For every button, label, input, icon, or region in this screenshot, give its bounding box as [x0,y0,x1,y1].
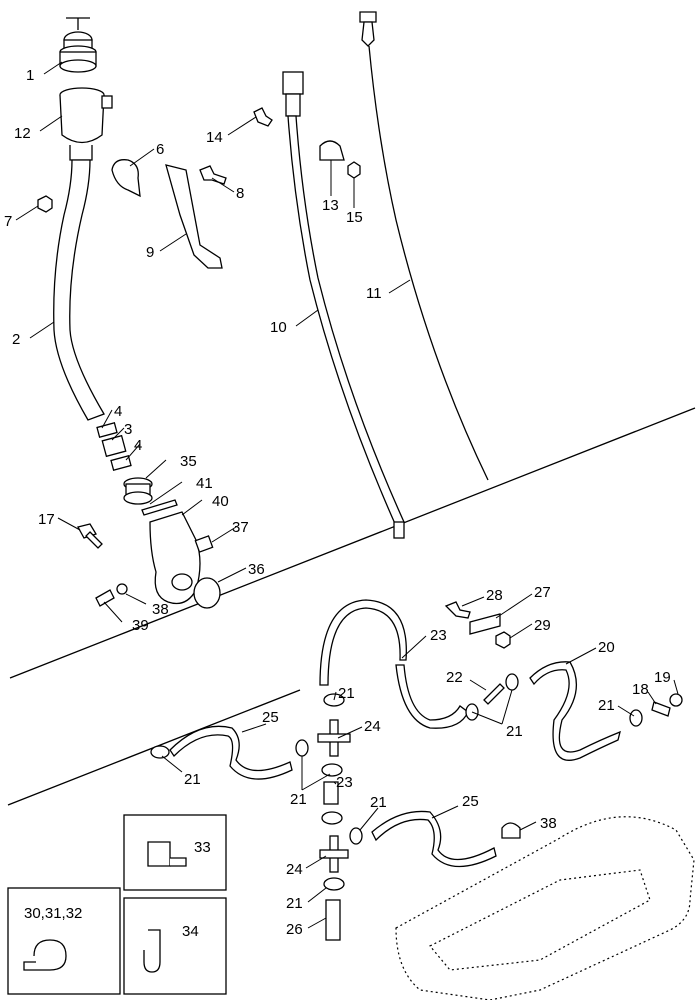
callout-20: 20 [598,639,615,656]
callout-21e: 21 [290,791,307,808]
callout-25a: 25 [262,709,279,726]
hose-clamp-parts [150,673,643,891]
callout-21f: 21 [370,794,387,811]
hose-23-lower-part [323,781,339,805]
oil-pan-outline [395,816,695,1000]
hose-25-left-part [169,725,293,780]
callout-19: 19 [654,669,671,686]
callout-3: 3 [124,421,132,438]
callout-37: 37 [232,519,249,536]
bolt-22-part [483,683,505,705]
clamp-38-part [501,822,521,839]
callout-10: 10 [270,319,287,336]
dipstick-tube-part [282,71,405,539]
leader-lines [15,61,411,623]
callout-33: 33 [194,839,211,856]
bracket-part [165,164,223,269]
callout-41: 41 [196,475,213,492]
callout-6: 6 [156,141,164,158]
coupling-parts [96,422,178,516]
callout-13: 13 [322,197,339,214]
callout-35: 35 [180,453,197,470]
callout-38a: 38 [152,601,169,618]
callout-22: 22 [446,669,463,686]
callout-2: 2 [12,331,20,348]
callout-26: 26 [286,921,303,938]
nut-part [37,195,53,213]
callout-11: 11 [366,285,382,302]
o-ring-part [193,577,221,609]
callout-7: 7 [4,213,12,230]
callout-17: 17 [38,511,55,528]
callout-4b: 4 [134,437,142,454]
filler-tube-part [53,159,105,421]
section-divider-line [9,407,696,679]
hose-25-lower-part [371,810,497,868]
callout-9: 9 [146,244,154,261]
callout-30-31-32: 30,31,32 [24,905,82,922]
callout-21b: 21 [506,723,523,740]
callout-8: 8 [236,185,244,202]
nut-29-part [495,631,511,649]
inset-box-34 [123,897,227,995]
callout-23b: 23 [336,774,353,791]
screw-28-part [444,601,471,619]
callout-1: 1 [26,67,34,84]
bolt-17-part [77,523,103,549]
callout-36: 36 [248,561,265,578]
callout-24a: 24 [364,718,381,735]
callout-12: 12 [14,125,31,142]
callout-14: 14 [206,129,223,146]
callout-39: 39 [132,617,149,634]
callout-21d: 21 [184,771,201,788]
callout-34: 34 [182,923,199,940]
screw-39-part [95,583,128,607]
elbow-housing-part [149,511,201,605]
callout-38b: 38 [540,815,557,832]
callout-28: 28 [486,587,503,604]
callout-4a: 4 [114,403,122,420]
tube-26-part [325,899,341,941]
callout-29: 29 [534,617,551,634]
clamp-13-part [319,140,345,161]
cross-24-upper-part [317,719,351,757]
callout-23a: 23 [430,627,447,644]
callout-40: 40 [212,493,229,510]
plate-27-part [469,613,501,635]
callout-21g: 21 [286,895,303,912]
cross-24-lower-part [319,835,349,873]
filler-cap-part [59,17,97,73]
hose-20-part [529,661,621,761]
callout-labels: 1 12 7 2 4 3 4 35 41 40 37 36 17 38 39 6… [4,67,671,940]
callout-25b: 25 [462,793,479,810]
inset-box-30-31-32 [7,887,121,995]
callout-15: 15 [346,209,363,226]
clip-part [111,159,141,198]
callout-27: 27 [534,584,551,601]
callout-24b: 24 [286,861,303,878]
callout-18: 18 [632,681,649,698]
dipstick-part [359,11,489,481]
fitting-19-part [669,693,683,707]
nut-15-part [347,161,361,179]
hose-23-upper-part [319,599,407,686]
callout-21a: 21 [598,697,615,714]
leader-lines-lower [161,593,679,929]
callout-21c: 21 [338,685,355,702]
bolt-14-part [253,107,273,127]
filler-neck-part [59,87,113,161]
inset-box-33 [123,814,227,891]
bolt-8-part [199,165,227,185]
plug-part [194,535,214,553]
fitting-18-part [651,701,671,717]
